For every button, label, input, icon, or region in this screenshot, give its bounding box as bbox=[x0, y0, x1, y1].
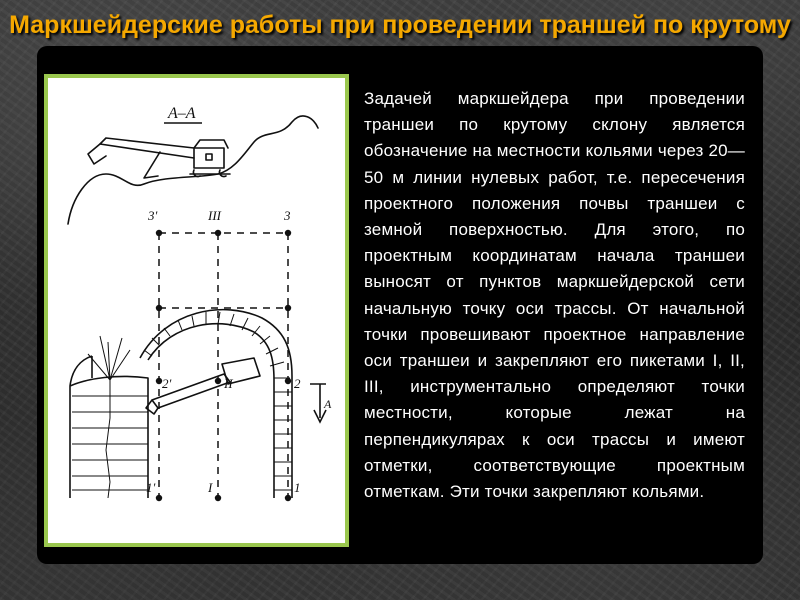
plan-excavator-boom bbox=[151, 373, 231, 409]
excavator-bucket bbox=[87, 143, 107, 165]
label-2-prime: 2' bbox=[162, 376, 172, 391]
trench-top-edge bbox=[139, 308, 293, 498]
trench-slope-hatching bbox=[143, 311, 292, 491]
excavator-window bbox=[205, 153, 213, 161]
section-arrow-bar bbox=[310, 383, 326, 418]
excavator-cab bbox=[193, 147, 225, 169]
label-1-axis: I bbox=[207, 480, 213, 495]
label-2: 2 bbox=[294, 376, 301, 391]
excavator-roof bbox=[193, 139, 229, 149]
label-3: 3 bbox=[283, 208, 291, 223]
slide-title: Маркшейдерские работы при проведении тра… bbox=[9, 11, 791, 70]
label-3-prime: 3' bbox=[147, 208, 158, 223]
label-3-axis: III bbox=[207, 208, 222, 223]
body-text: Задачей маркшейдера при проведении транш… bbox=[364, 89, 745, 502]
section-arrow-label: А bbox=[323, 397, 332, 411]
excavator-cable bbox=[143, 151, 161, 179]
trench-diagram-figure: А–А bbox=[44, 74, 349, 547]
excavator-tracks bbox=[189, 169, 231, 178]
trench-diagram: А–А bbox=[67, 105, 332, 502]
plan-excavator-body bbox=[221, 357, 261, 385]
trench-inner-edge bbox=[147, 322, 275, 498]
label-2-axis: II bbox=[223, 376, 233, 391]
section-label: А–А bbox=[167, 105, 196, 122]
label-1: 1 bbox=[294, 480, 301, 495]
terrain-profile bbox=[67, 115, 319, 225]
section-arrow-head bbox=[313, 409, 327, 424]
plan-excavator-bucket bbox=[145, 399, 159, 415]
label-1-prime: 1' bbox=[146, 480, 156, 495]
excavator-boom bbox=[99, 137, 195, 159]
rock-crack-pattern bbox=[87, 335, 131, 499]
